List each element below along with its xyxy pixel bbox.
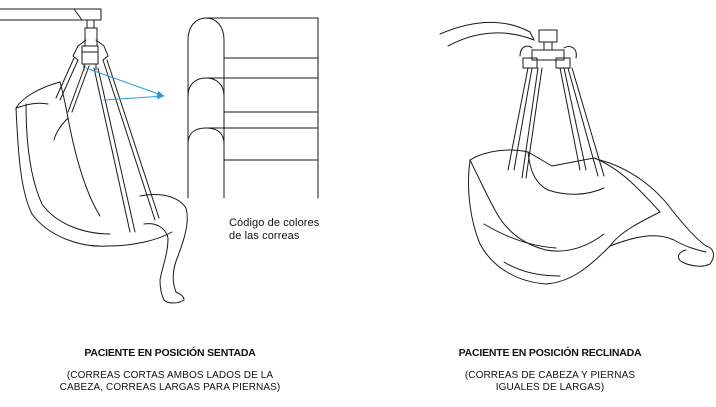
reclined-caption-line-2: IGUALES DE LARGAS) [495, 382, 605, 393]
reclined-patient-figure [439, 21, 714, 285]
spreader-bar [519, 29, 577, 69]
color-code-arrows [85, 67, 165, 101]
sling-body [15, 81, 173, 247]
lift-boom [0, 8, 102, 29]
spreader-hook [72, 27, 109, 71]
color-code-callout: Código de colores de las correas [229, 217, 319, 242]
lift-arm [439, 21, 535, 47]
strap-color-code-detail [187, 17, 319, 199]
reclined-caption-subtitle: (CORREAS DE CABEZA Y PIERNAS IGUALES DE … [440, 370, 660, 394]
leg-straps [93, 59, 160, 233]
seated-caption-line-1: (CORREAS CORTAS AMBOS LADOS DE LA [66, 370, 274, 381]
reclined-caption-title: PACIENTE EN POSICIÓN RECLINADA [458, 347, 642, 359]
seated-caption-title: PACIENTE EN POSICIÓN SENTADA [84, 347, 256, 359]
seated-caption-line-2: CABEZA, CORREAS LARGAS PARA PIERNAS) [59, 382, 281, 393]
reclined-legs [599, 159, 714, 267]
seated-patient-figure [0, 8, 188, 304]
patient-legs [139, 194, 188, 304]
callout-line-2: de las correas [229, 229, 300, 242]
reclined-caption-line-1: (CORREAS DE CABEZA Y PIERNAS [464, 370, 636, 381]
reclined-straps [507, 67, 605, 179]
seated-caption-subtitle: (CORREAS CORTAS AMBOS LADOS DE LA CABEZA… [40, 370, 300, 394]
reclined-sling [468, 149, 661, 285]
callout-line-1: Código de colores [229, 217, 320, 229]
